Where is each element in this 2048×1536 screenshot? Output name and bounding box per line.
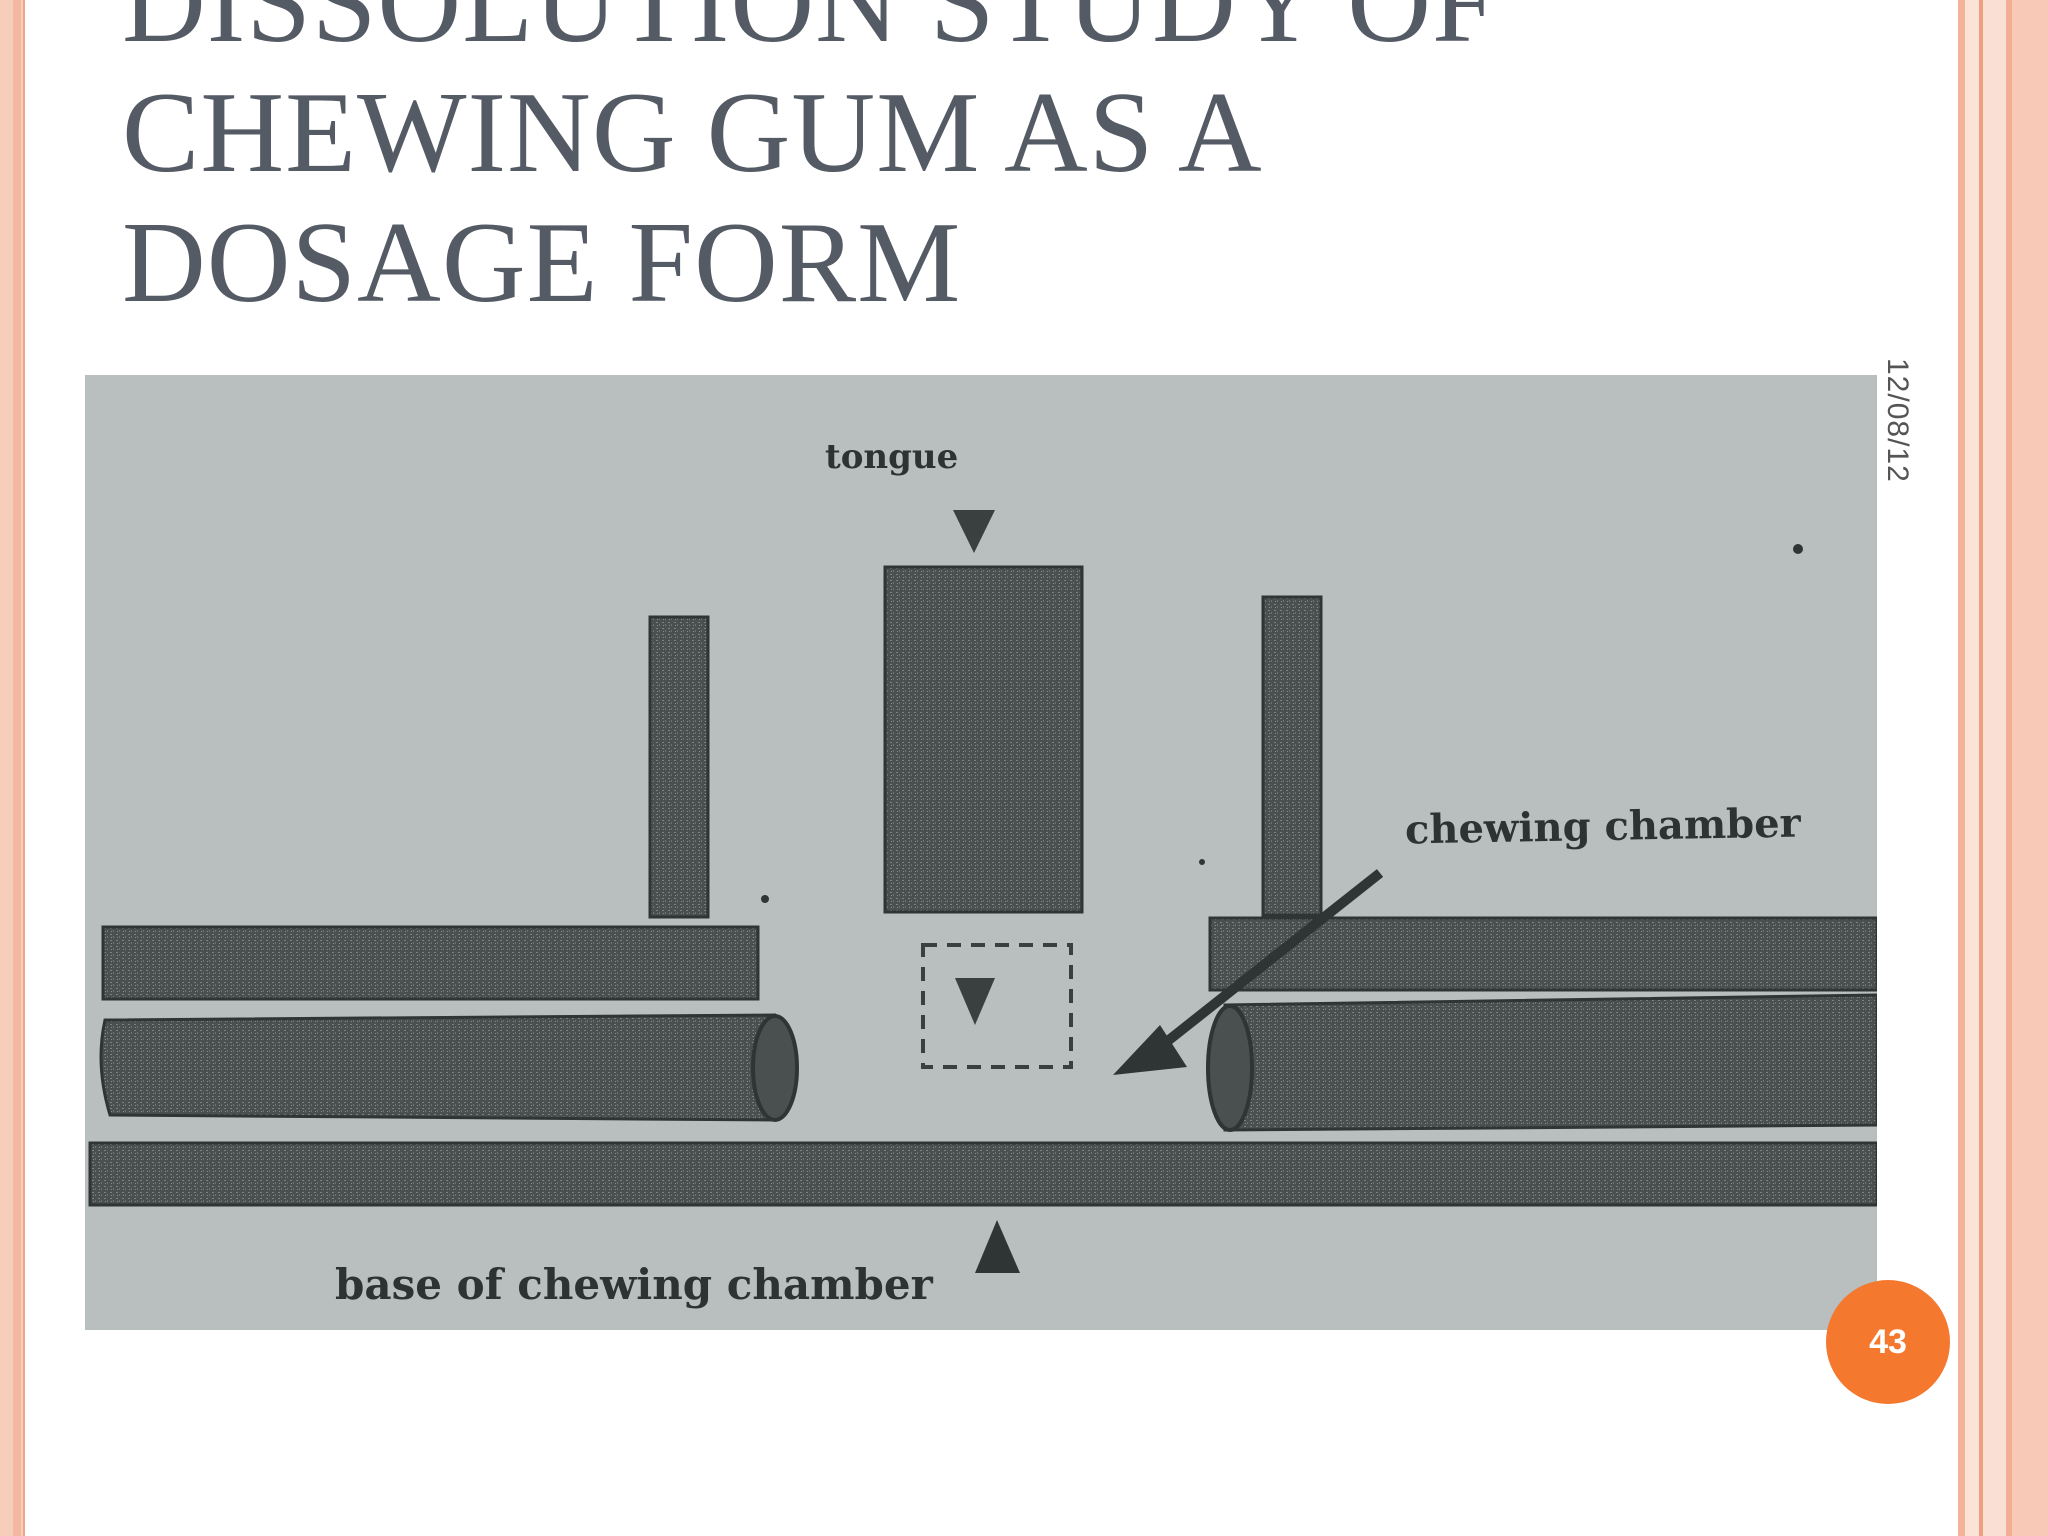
right-border-stripe <box>2006 0 2012 1536</box>
left-border-stripe <box>13 0 21 1536</box>
right-roller <box>1223 993 1877 1132</box>
down-arrow-icon <box>955 978 995 1025</box>
right-roller-end <box>1206 1004 1254 1132</box>
right-border-stripe <box>1965 0 1979 1536</box>
chamber-pointer-line <box>1146 869 1384 1059</box>
right-border-stripe <box>1979 0 1983 1536</box>
label-tongue: tongue <box>825 437 959 477</box>
label-chewing-chamber: chewing chamber <box>1404 799 1802 854</box>
right-border-stripe <box>2012 0 2048 1536</box>
right-post <box>1261 595 1323 917</box>
title-line: DOSAGE FORM <box>122 199 962 327</box>
title-line: DISSOLUTION STUDY OF <box>122 0 1498 67</box>
left-upper-plate <box>101 925 760 1001</box>
speck <box>1199 859 1205 865</box>
left-roller <box>99 1013 789 1122</box>
speck <box>1793 544 1803 554</box>
page-number-badge: 43 <box>1826 1280 1950 1404</box>
diagram-drawing <box>88 510 1877 1273</box>
title-line: CHEWING GUM AS A <box>122 69 1263 197</box>
left-post <box>648 615 710 919</box>
left-border-line <box>23 0 25 1536</box>
dashed-target-box <box>921 943 1073 1069</box>
right-upper-plate <box>1208 916 1877 992</box>
right-border-stripe <box>1983 0 2006 1536</box>
left-roller-end <box>751 1014 799 1122</box>
tongue-block <box>883 565 1084 914</box>
chamber-base <box>88 1141 1877 1207</box>
label-base-of-chamber: base of chewing chamber <box>335 1260 933 1309</box>
tongue-arrow-icon <box>953 510 995 553</box>
right-border-stripe <box>1958 0 1965 1536</box>
speck <box>761 895 769 903</box>
slide-title: DISSOLUTION STUDY OF CHEWING GUM AS A DO… <box>122 0 1622 328</box>
base-arrow-icon <box>975 1220 1020 1273</box>
chamber-arrow-icon <box>1113 1025 1187 1075</box>
right-border <box>1958 0 2048 1536</box>
slide-date: 12/08/12 <box>1881 358 1914 483</box>
chewing-chamber-diagram: tongue chewing chamber base of chewing c… <box>85 375 1877 1330</box>
